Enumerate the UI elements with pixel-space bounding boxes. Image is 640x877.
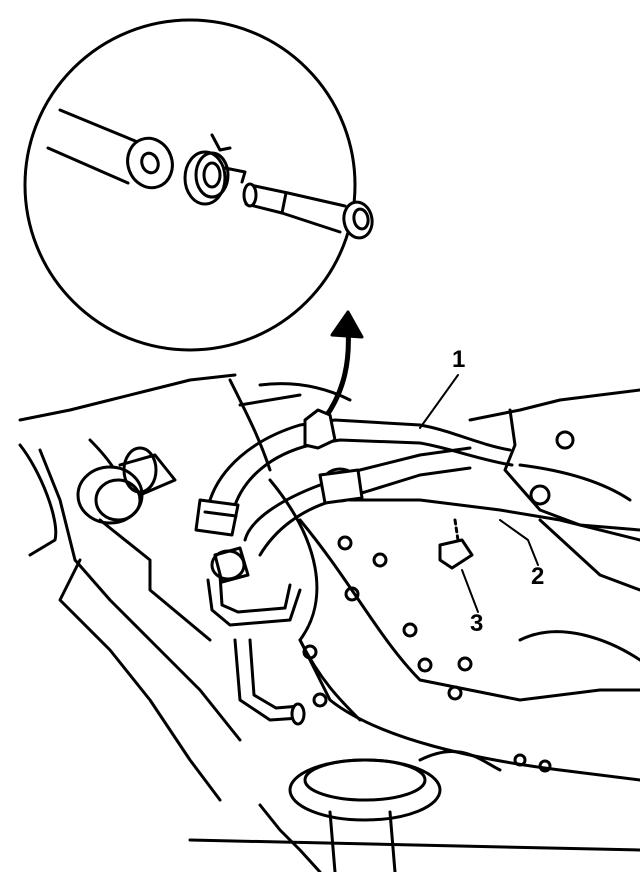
leader-line-2 xyxy=(499,519,539,566)
detail-pipe-fitting xyxy=(242,182,374,240)
leader-lines xyxy=(419,374,539,613)
left-frame-structure xyxy=(18,373,352,802)
callout-2: 2 xyxy=(531,563,545,590)
cross-member xyxy=(268,478,640,782)
callout-1: 1 xyxy=(452,346,466,373)
hose-assembly xyxy=(194,408,514,726)
detail-magnifier xyxy=(23,18,374,352)
leader-line-3 xyxy=(461,569,479,613)
detail-circle-outline xyxy=(23,18,357,352)
lower-housing xyxy=(188,749,640,874)
detail-clamp xyxy=(183,133,247,206)
detail-hose xyxy=(46,108,174,190)
callout-3: 3 xyxy=(470,610,484,637)
detail-arrow xyxy=(322,310,364,421)
leader-line-1 xyxy=(419,374,459,429)
right-frame-structure xyxy=(468,388,640,662)
